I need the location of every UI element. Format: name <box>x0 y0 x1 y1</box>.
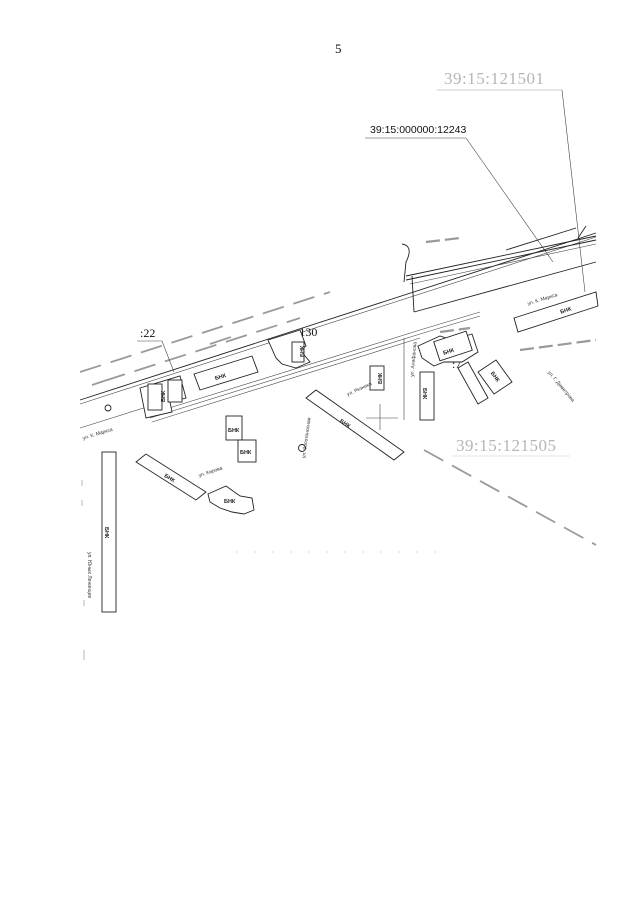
building-reznika: БНК <box>305 389 405 461</box>
building-west-long: БНК <box>101 451 117 613</box>
street-marx-east: ул. К. Маркса <box>527 292 559 307</box>
building-east-slant <box>457 361 489 405</box>
page-number: 5 <box>335 41 342 56</box>
svg-text:БНК: БНК <box>163 473 176 484</box>
svg-text:БНК: БНК <box>214 373 227 382</box>
building-east-tall: БНК <box>419 371 435 421</box>
building-east-square: БНК <box>477 359 513 395</box>
svg-text:БНК: БНК <box>224 499 236 505</box>
street-kirova: ул. Кирова <box>198 465 224 478</box>
building-west-group: БНК <box>139 375 187 419</box>
marker-center <box>298 444 306 452</box>
svg-text:БНК: БНК <box>560 306 573 315</box>
building-center-small: БНК <box>369 365 385 391</box>
street-alifanova: ул. Алифанова <box>409 341 418 377</box>
building-cluster-7: БНК <box>417 330 479 367</box>
building-bnk-1: БНК <box>193 355 259 391</box>
street-reznika: ул. Резника <box>346 381 373 398</box>
svg-text:БНК: БНК <box>378 372 384 384</box>
svg-text:БНК: БНК <box>300 345 306 357</box>
svg-text:БНК: БНК <box>103 527 109 539</box>
parcel-label-linear: 39:15:000000:12243 <box>370 124 467 136</box>
road-lines <box>79 236 597 546</box>
marker-west <box>104 404 112 412</box>
svg-text:БНК: БНК <box>338 419 351 431</box>
svg-text:БНК: БНК <box>228 428 240 434</box>
parcel-linear-leader <box>465 137 554 263</box>
street-lyubov: ул. Юных Ленинцев <box>86 552 92 598</box>
parcel-label-22: :22 <box>140 326 155 340</box>
building-marx-east: БНК <box>513 291 599 333</box>
route-corridor <box>79 311 481 429</box>
street-zolotaya: ул. Золотоносная <box>301 417 313 458</box>
parcel-22-leader <box>161 340 175 373</box>
svg-text:БНК: БНК <box>240 450 252 456</box>
svg-text:БНК: БНК <box>161 390 167 402</box>
railway-corridor <box>79 225 597 405</box>
building-kirova: БНК <box>135 453 207 501</box>
svg-text:БНК: БНК <box>489 371 501 384</box>
building-south-stack: БНК БНК <box>225 415 257 463</box>
cross-marker <box>366 404 398 430</box>
street-dimitrova: ул. Г. Димитрова <box>546 370 576 404</box>
street-marx-west: ул. К. Маркса <box>82 427 114 442</box>
cadastral-block-south: 39:15:121505 <box>456 436 556 455</box>
building-130: БНК <box>267 329 311 369</box>
svg-text:БНК: БНК <box>421 388 427 400</box>
svg-text:БНК: БНК <box>442 347 455 356</box>
parcel-label-7: :7 <box>452 357 461 371</box>
cadastral-block-north: 39:15:121501 <box>444 69 544 88</box>
block-north-leader <box>561 89 586 293</box>
building-south-blob: БНК <box>207 485 255 515</box>
left-margin-marks <box>81 480 85 660</box>
